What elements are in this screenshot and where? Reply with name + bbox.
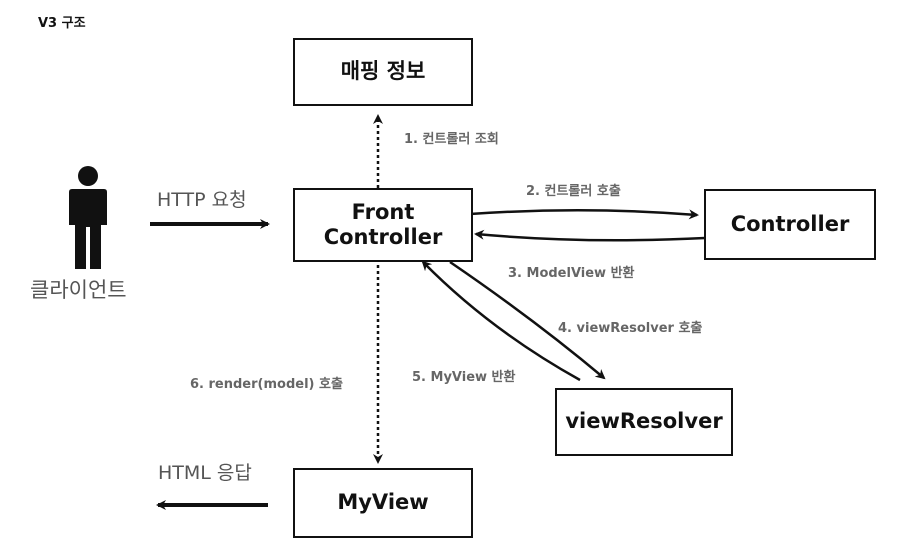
controller-box: Controller (704, 189, 876, 260)
call-controller-arrow (469, 209, 699, 220)
html-response-label: HTML 응답 (158, 462, 252, 484)
http-request-label: HTTP 요청 (157, 189, 247, 211)
mapping-info-text: 매핑 정보 (340, 59, 426, 84)
step6-label: 6. render(model) 호출 (190, 377, 343, 392)
person-icon (69, 166, 107, 269)
step2-label: 2. 컨트롤러 호출 (526, 184, 621, 199)
view-resolver-box: viewResolver (555, 388, 733, 456)
controller-text: Controller (730, 211, 850, 236)
step1-label: 1. 컨트롤러 조회 (404, 132, 499, 147)
view-resolver-text: viewResolver (565, 409, 723, 434)
return-myview-arrow (421, 260, 581, 382)
client-label: 클라이언트 (30, 278, 127, 302)
call-viewresolver-arrow (449, 260, 606, 380)
front-controller-box: Front Controller (293, 188, 473, 262)
step5-label: 5. MyView 반환 (412, 370, 516, 385)
step3-label: 3. ModelView 반환 (508, 266, 635, 281)
diagram-title: V3 구조 (38, 16, 86, 31)
step4-label: 4. viewResolver 호출 (558, 321, 703, 336)
mapping-info-box: 매핑 정보 (293, 38, 473, 106)
front-controller-text-line2: Controller (323, 225, 443, 249)
my-view-text: MyView (337, 490, 429, 515)
front-controller-text-line1: Front (351, 199, 415, 224)
return-modelview-arrow (474, 229, 706, 242)
my-view-box: MyView (293, 468, 473, 538)
